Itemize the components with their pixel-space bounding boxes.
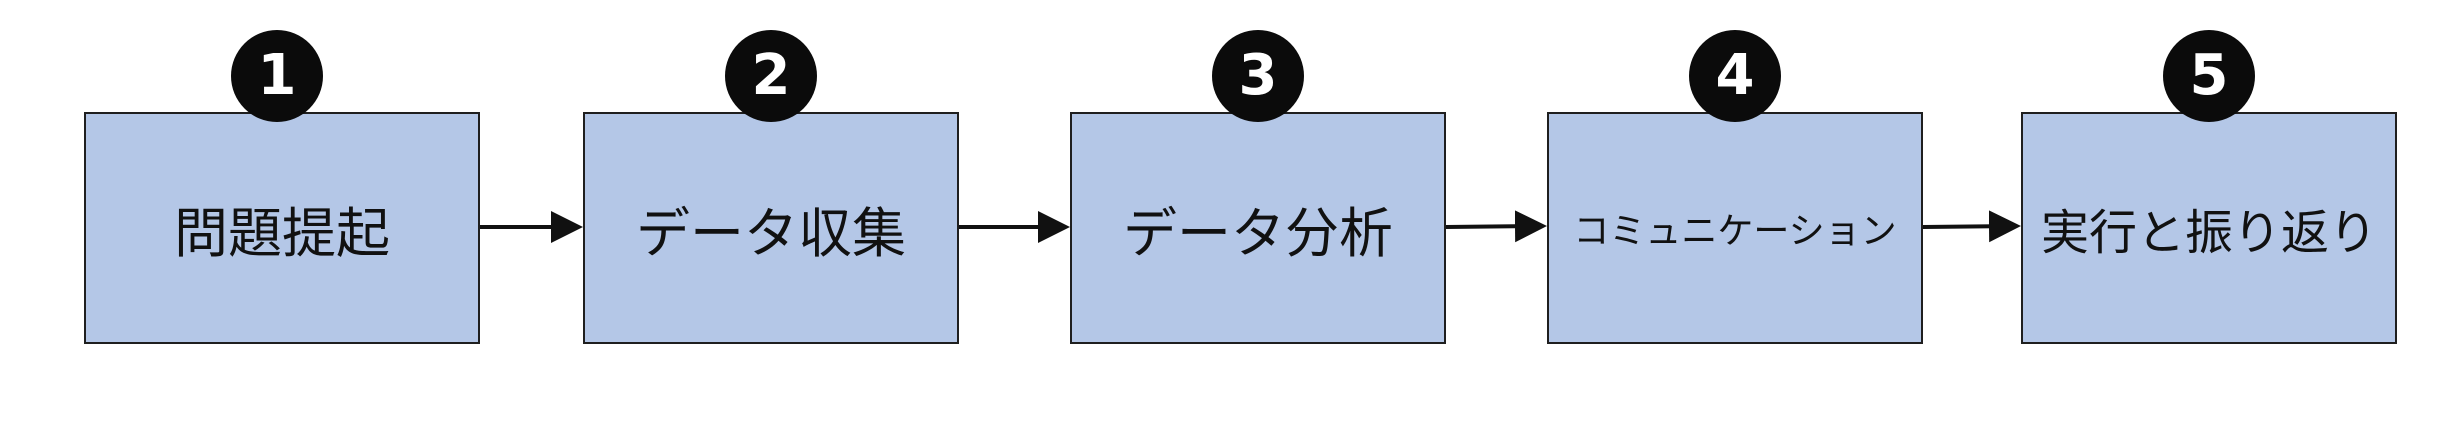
- step-2-number: 2: [751, 43, 791, 108]
- arrow-4-to-5: [1922, 210, 2021, 243]
- step-4-box: コミュニケーション: [1547, 112, 1923, 344]
- step-4-label: コミュニケーション: [1573, 211, 1897, 252]
- step-3-number-badge: 3: [1212, 30, 1304, 122]
- step-1-number-badge: 1: [231, 30, 323, 122]
- step-4-number: 4: [1715, 43, 1755, 108]
- step-2-box: データ収集: [583, 112, 959, 344]
- step-4-number-badge: 4: [1689, 30, 1781, 122]
- step-5-label: 実行と振り返り: [2040, 205, 2377, 261]
- step-2-label: データ収集: [636, 201, 906, 265]
- step-3-box: データ分析: [1070, 112, 1446, 344]
- step-3-label: データ分析: [1123, 201, 1393, 265]
- step-1-label: 問題提起: [174, 201, 390, 265]
- step-5-number-badge: 5: [2163, 30, 2255, 122]
- step-2-number-badge: 2: [725, 30, 817, 122]
- step-3-number: 3: [1238, 43, 1278, 108]
- step-1-box: 問題提起: [84, 112, 480, 344]
- step-1-number: 1: [257, 43, 297, 108]
- arrow-3-to-4: [1445, 210, 1547, 243]
- step-5-number: 5: [2189, 43, 2229, 108]
- step-5-box: 実行と振り返り: [2021, 112, 2397, 344]
